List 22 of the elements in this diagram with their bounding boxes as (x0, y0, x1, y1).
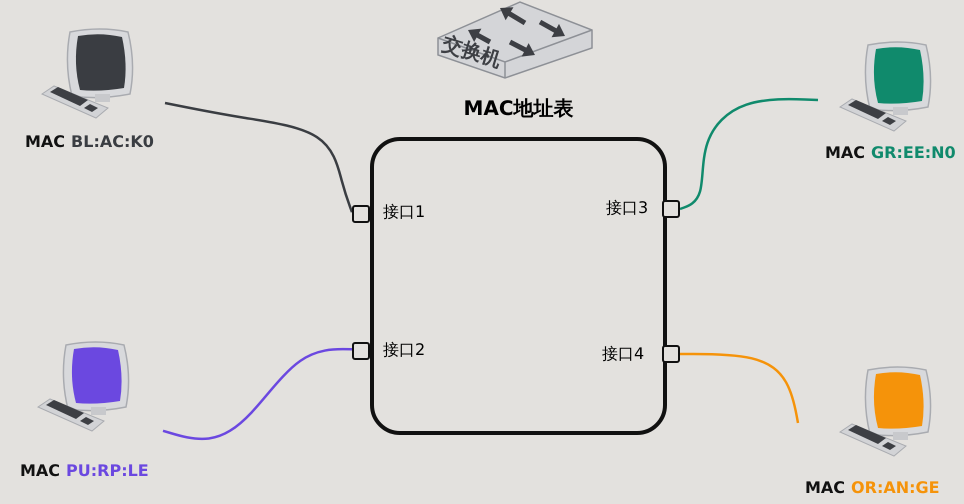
port-label: 接口3 (606, 198, 648, 219)
cable (680, 98, 818, 210)
port (352, 342, 370, 360)
port (662, 345, 680, 363)
mac-address: BL:AC:K0 (71, 132, 154, 151)
port-label: 接口1 (383, 202, 426, 223)
cable (680, 352, 800, 424)
mac-label: MAC (825, 143, 866, 162)
mac-label: MAC (25, 132, 66, 151)
table-heading: MAC地址表 (463, 95, 574, 122)
switch-label: 交换机 (439, 30, 504, 74)
port-label: 接口4 (602, 344, 644, 365)
cable (164, 102, 354, 213)
port (662, 200, 680, 218)
port-label: 接口2 (383, 340, 426, 361)
mac-address: OR:AN:GE (851, 478, 940, 497)
port (352, 205, 370, 223)
mac-address: GR:EE:N0 (871, 143, 956, 162)
cable (162, 348, 352, 440)
mac-address: PU:RP:LE (66, 461, 149, 480)
mac-label: MAC (20, 461, 60, 480)
mac-label: MAC (805, 478, 846, 497)
